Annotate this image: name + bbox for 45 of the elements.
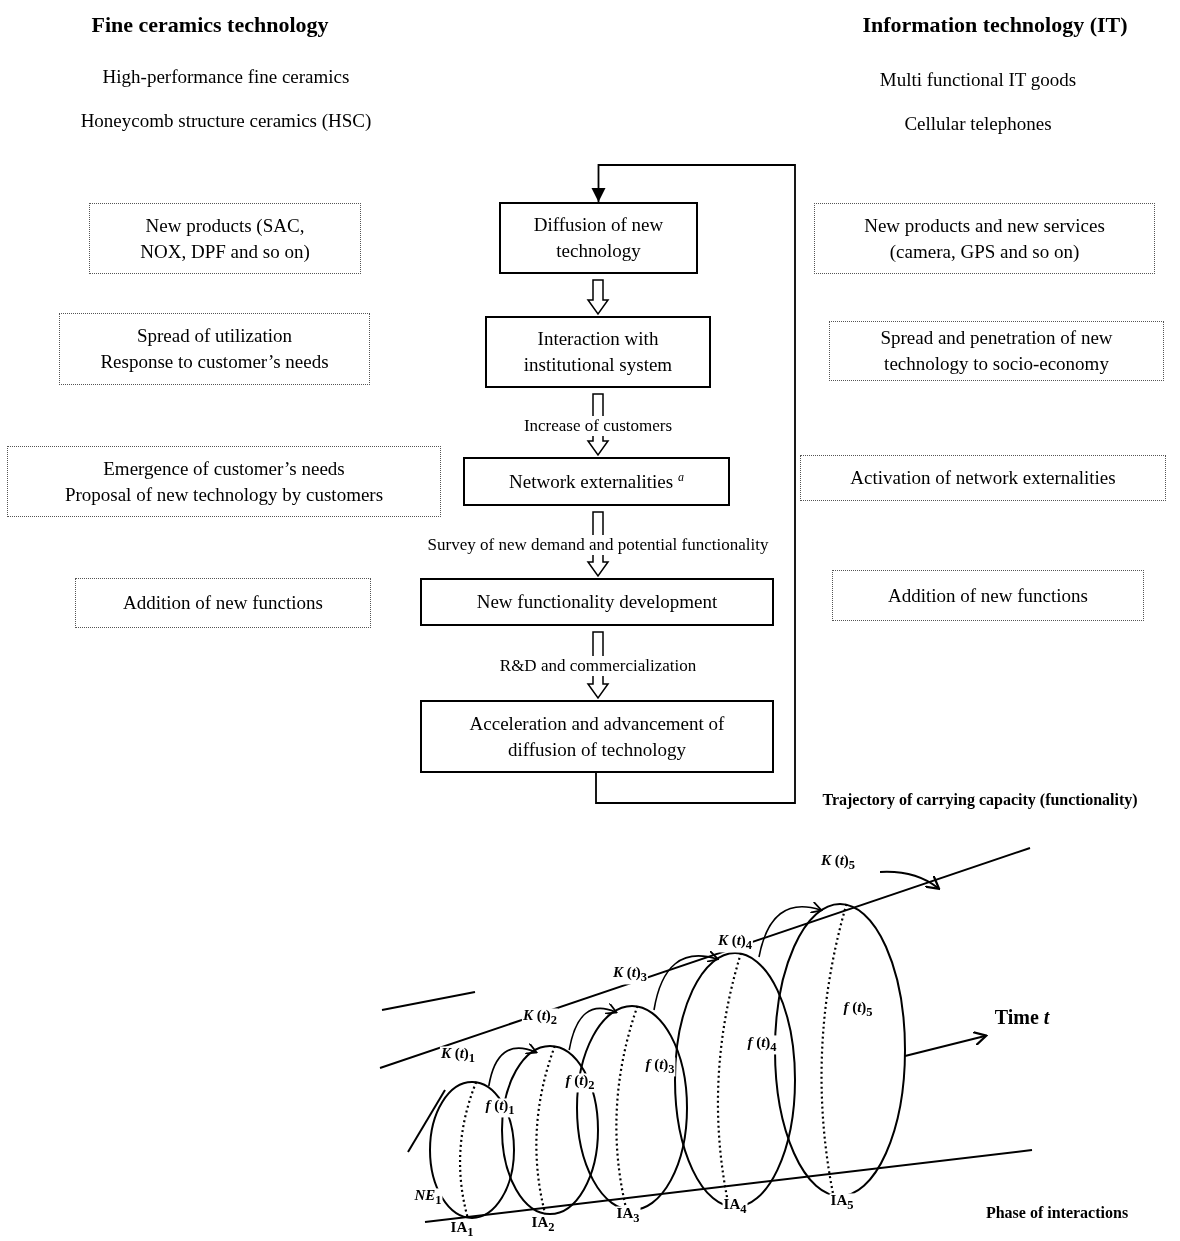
box-label: Interaction with institutional system [522,327,674,377]
dotted-note-box [814,203,1155,274]
diagram-label: f (t)$_{1}$ [484,1098,516,1118]
process-box [499,202,698,274]
process-box [485,316,711,388]
box-label: Activation of network externalities [850,466,1116,491]
box-label: Proposal of new technology by customers [64,482,384,507]
box-label: Spread and penetration of new technology to socio-economy [879,326,1114,376]
column-subheading: Cellular telephones [904,113,1052,135]
diagram-label: f (t)$_{2}$ [564,1073,596,1093]
box-label: Addition of new functions [888,583,1088,608]
block-arrow [586,279,610,316]
column-subheading: Honeycomb structure ceramics (HSC) [80,110,372,132]
edge-label: R&D and commercialization [497,656,699,676]
box-label: New products (SAC, NOX, DPF and so on) [139,213,311,264]
box-label: Spread of utilization [136,324,293,349]
box-label: Acceleration and advancement of diffusion of technology [468,711,726,762]
process-box [463,457,730,506]
column-heading: Fine ceramics technology [91,12,329,38]
box-label: Response to customer’s needs [100,350,329,374]
edge-label: Survey of new demand and potential functionality [425,535,771,555]
dotted-note-box [59,313,370,385]
dotted-note-box [829,321,1164,381]
diagram-label: K (t)$_{4}$ [716,933,754,953]
box-label: Emergence of customer’s needs [103,456,345,481]
process-box [420,578,774,626]
box-label: Addition of new functions [123,591,323,616]
column-heading: Information technology (IT) [862,12,1128,38]
diagram-label: K (t)$_{3}$ [611,965,649,985]
dotted-note-box [7,446,441,517]
edge-label: Increase of customers [521,415,675,436]
dotted-note-box [89,203,361,274]
diagram-label: f (t)$_{3}$ [644,1057,676,1077]
box-label: Network externalities $^{a}$ [509,468,684,494]
box-label: Diffusion of new technology [532,213,665,263]
column-subheading: Multi functional IT goods [879,69,1077,91]
column-subheading: High-performance fine ceramics [102,66,350,88]
diagram-label: f (t)$_{4}$ [746,1035,778,1055]
feedback-arrow [591,164,796,804]
box-label: New products and new services (camera, GPS and so on) [863,213,1106,264]
process-box [420,700,774,773]
dotted-note-box [800,455,1166,501]
dotted-note-box [75,578,371,628]
dotted-note-box [832,570,1144,621]
box-label: New functionality development [476,590,718,615]
